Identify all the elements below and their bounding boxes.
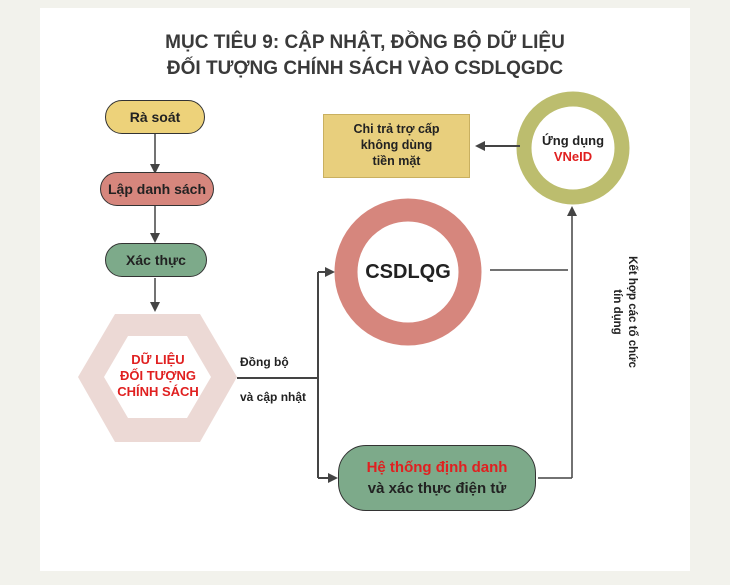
side-label-line-2: tín dụng (611, 289, 623, 335)
payment-box (323, 114, 470, 178)
step-review-label: Rà soát (129, 109, 181, 125)
sync-label-line-1: Đồng bộ (240, 355, 289, 369)
hexagon-line-3: CHÍNH SÁCH (117, 384, 199, 399)
step-list: Lập danh sách (100, 172, 214, 206)
hexagon-line-1: DỮ LIỆU (131, 352, 185, 367)
vneid-text: Ứng dụng VNeID (533, 133, 613, 165)
payment-line-1: Chi trả trợ cấp (353, 122, 440, 136)
vneid-line-1: Ứng dụng (541, 133, 605, 148)
data-hexagon-text: DỮ LIỆU ĐỐI TƯỢNG CHÍNH SÁCH (100, 352, 216, 400)
vneid-ring (516, 91, 630, 205)
title-line-1: MỤC TIÊU 9: CẬP NHẬT, ĐỒNG BỘ DỮ LIỆU (165, 32, 565, 53)
credit-institutions-label: Kết hợp các tổ chức tín dụng (605, 232, 639, 392)
payment-line-3: tiền mặt (372, 154, 421, 168)
step-verify: Xác thực (105, 243, 207, 277)
payment-text: Chi trả trợ cấp không dùng tiền mặt (323, 121, 470, 169)
csdlqg-label: CSDLQG (365, 261, 451, 283)
csdlqg-ring (334, 198, 482, 346)
step-verify-label: Xác thực (126, 252, 186, 268)
title-line-2: ĐỐI TƯỢNG CHÍNH SÁCH VÀO CSDLQGDC (166, 58, 564, 79)
step-review: Rà soát (105, 100, 205, 134)
identity-line-1: Hệ thống định danh (366, 459, 508, 476)
diagram-title: MỤC TIÊU 9: CẬP NHẬT, ĐỒNG BỘ DỮ LIỆU ĐỐ… (0, 30, 730, 82)
data-hexagon-inner (104, 336, 211, 418)
side-label-line-1: Kết hợp các tổ chức (626, 256, 638, 368)
sync-label-line-2: và cập nhật (240, 390, 307, 404)
identity-line-2: và xác thực điện tử (367, 480, 507, 497)
payment-line-2: không dùng (360, 138, 433, 152)
identity-system: Hệ thống định danh và xác thực điện tử (338, 445, 536, 511)
vneid-line-2: VNeID (553, 149, 593, 164)
step-list-label: Lập danh sách (107, 181, 207, 197)
hexagon-line-2: ĐỐI TƯỢNG (119, 368, 197, 383)
